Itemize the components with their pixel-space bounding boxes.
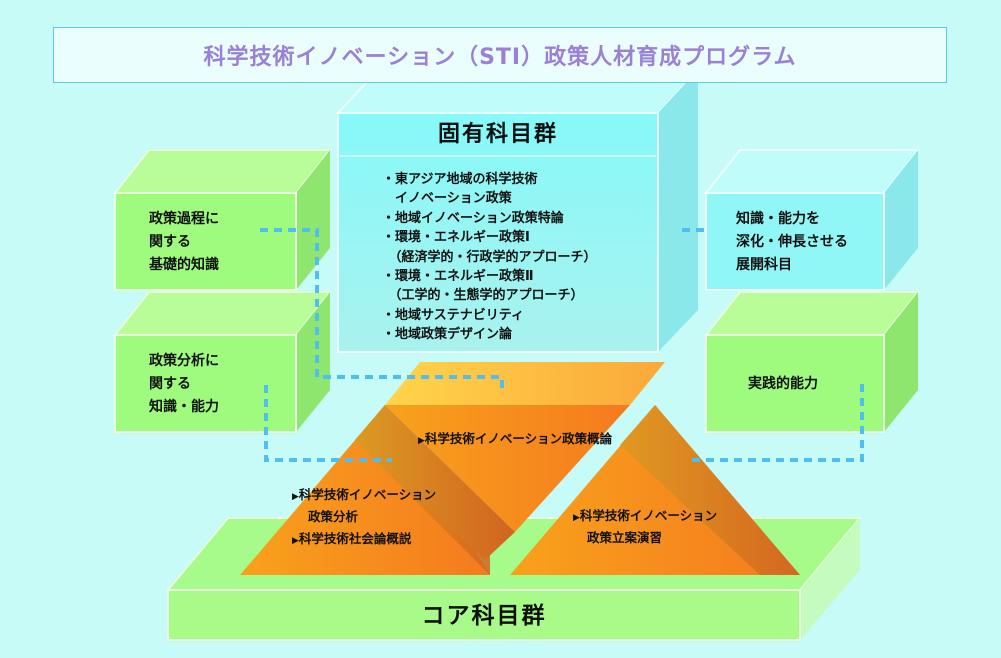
label-line: 基礎的知識 xyxy=(149,257,219,273)
specific-group-heading: 固有科目群 xyxy=(437,122,558,147)
course-item: ・環境・エネルギー政策Ⅰ xyxy=(382,230,530,246)
center-inverted-pyramid xyxy=(355,362,665,560)
label-line: 深化・伸長させる xyxy=(736,234,848,250)
right-box-2-label: 実践的能力 xyxy=(748,373,818,396)
label-line: 関する xyxy=(149,234,191,250)
course-item: ・地域サステナビリティ xyxy=(382,307,524,323)
course-label: 科学技術社会論概説 xyxy=(298,531,412,546)
course-item: （工学的・生態学的アプローチ） xyxy=(382,288,584,304)
label-line: 知識・能力を xyxy=(736,211,820,227)
right-courses: ▶科学技術イノベーション 政策立案演習 xyxy=(573,506,717,547)
right-pyramid xyxy=(510,405,800,575)
label-line: 政策分析に xyxy=(149,353,219,369)
dotted-connectors xyxy=(260,228,864,462)
course-label: 科学技術イノベーション xyxy=(298,487,437,502)
right-box-1-label: 知識・能力を 深化・伸長させる 展開科目 xyxy=(736,208,848,277)
label-line: 展開科目 xyxy=(736,257,792,273)
label-line: 政策過程に xyxy=(149,211,219,227)
triangle-bullet-icon: ▶ xyxy=(573,513,580,523)
left-cube-2 xyxy=(112,291,333,433)
program-title: 科学技術イノベーション（STI）政策人材育成プログラム xyxy=(53,27,947,83)
course-label: 政策分析 xyxy=(308,509,359,524)
course-label: 科学技術イノベーション政策概論 xyxy=(424,431,613,446)
triangle-bullet-icon: ▶ xyxy=(292,536,299,546)
course-item: ・環境・エネルギー政策Ⅱ xyxy=(382,269,534,285)
core-group-heading: コア科目群 xyxy=(421,603,547,629)
course-item: （経済学的・行政学的アプローチ） xyxy=(382,249,597,265)
course-label: 科学技術イノベーション xyxy=(579,508,718,523)
left-box-2-label: 政策分析に 関する 知識・能力 xyxy=(149,350,219,419)
label-line: 知識・能力 xyxy=(149,399,219,415)
course-item: ・地域イノベーション政策特論 xyxy=(382,210,564,226)
label-line: 関する xyxy=(149,376,191,392)
course-item: ・地域政策デザイン論 xyxy=(382,327,513,343)
left-cube-1 xyxy=(112,149,333,291)
course-label: 政策立案演習 xyxy=(587,530,663,545)
left-courses: ▶科学技術イノベーション 政策分析 ▶科学技術社会論概説 xyxy=(292,485,436,551)
label-line: 実践的能力 xyxy=(748,376,818,392)
specific-course-list: ・東アジア地域の科学技術 イノベーション政策 ・地域イノベーション政策特論 ・環… xyxy=(382,170,597,345)
left-box-1-label: 政策過程に 関する 基礎的知識 xyxy=(149,208,219,277)
course-item: ・東アジア地域の科学技術 xyxy=(382,172,538,187)
triangle-bullet-icon: ▶ xyxy=(418,436,425,446)
triangle-bullet-icon: ▶ xyxy=(292,492,299,502)
right-cube-2 xyxy=(703,291,921,433)
course-item: イノベーション政策 xyxy=(382,191,512,207)
center-course: ▶科学技術イノベーション政策概論 xyxy=(418,429,612,451)
right-cube-1 xyxy=(703,149,921,291)
